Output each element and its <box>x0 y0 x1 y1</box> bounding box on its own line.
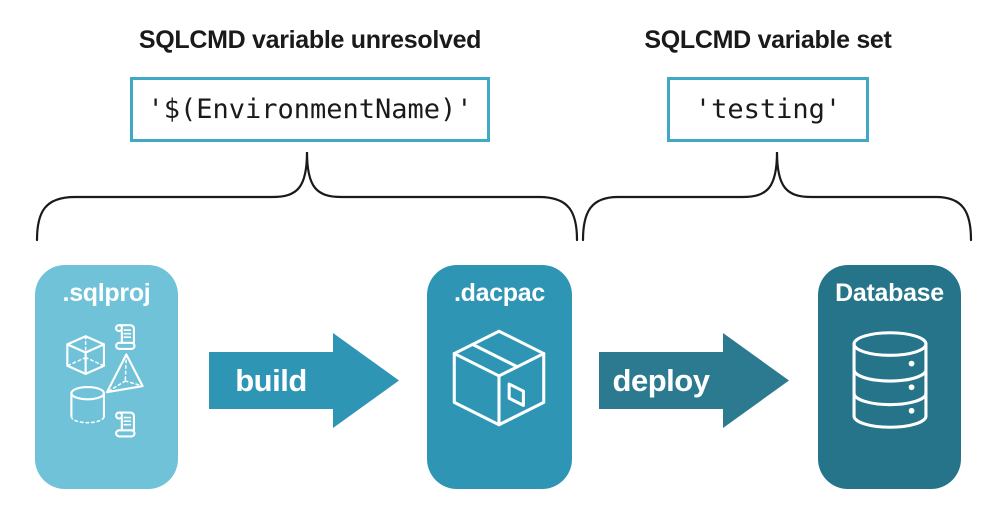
scroll-icon <box>114 324 136 351</box>
unresolved-variable-box: '$(EnvironmentName)' <box>130 77 490 142</box>
scroll-icon <box>114 411 136 438</box>
arrow-shape <box>209 333 399 428</box>
deploy-arrow: deploy <box>599 333 789 428</box>
database-label: Database <box>835 279 944 307</box>
heading-variable-unresolved: SQLCMD variable unresolved <box>138 26 482 54</box>
package-icon <box>452 329 546 427</box>
right-brace <box>581 151 973 242</box>
arrow-shape <box>599 333 789 428</box>
cube-icon <box>66 335 106 375</box>
deploy-arrow-label: deploy <box>612 362 710 398</box>
sql-objects-icon <box>66 324 144 438</box>
cylinder-icon <box>70 386 106 424</box>
unresolved-variable-code: '$(EnvironmentName)' <box>147 94 473 125</box>
heading-variable-set: SQLCMD variable set <box>644 26 892 54</box>
sqlproj-label: .sqlproj <box>62 279 151 307</box>
build-arrow: build <box>209 333 399 428</box>
pyramid-icon <box>105 353 144 394</box>
database-icon <box>852 331 928 429</box>
stage-sqlproj: .sqlproj <box>35 265 178 489</box>
dacpac-label: .dacpac <box>453 279 545 307</box>
curly-braces <box>35 151 973 242</box>
resolved-variable-code: 'testing' <box>694 94 842 125</box>
resolved-variable-box: 'testing' <box>667 77 869 142</box>
build-arrow-label: build <box>235 362 307 398</box>
stage-database: Database <box>818 265 961 489</box>
left-brace <box>35 151 579 242</box>
stage-dacpac: .dacpac <box>427 265 572 489</box>
